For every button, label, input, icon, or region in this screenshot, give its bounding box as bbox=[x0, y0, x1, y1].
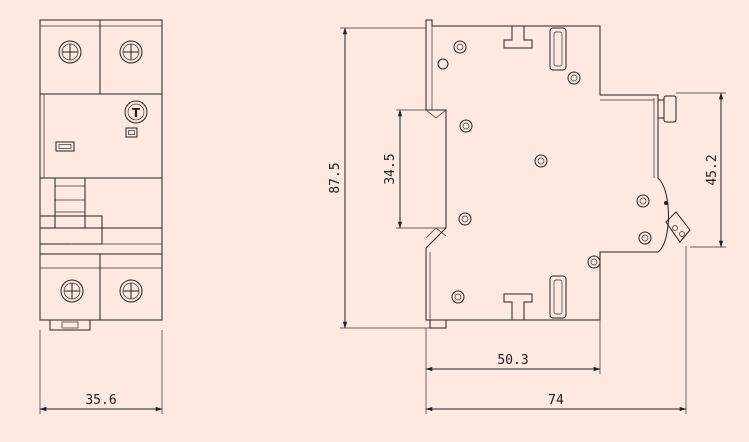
top-right-screw-icon bbox=[119, 40, 143, 64]
dimension-total-depth-label: 74 bbox=[548, 393, 564, 408]
indicator-window-right bbox=[125, 127, 138, 138]
rivet-icons bbox=[437, 40, 652, 304]
dimension-toggle-label: 45.2 bbox=[705, 154, 720, 185]
din-clip bbox=[49, 319, 91, 331]
side-din-clip bbox=[429, 319, 447, 329]
dimension-width-label: 35.6 bbox=[85, 393, 116, 408]
dimension-face-depth-label: 50.3 bbox=[497, 353, 528, 368]
test-button-label: T bbox=[132, 106, 141, 120]
upper-slot bbox=[549, 27, 567, 71]
toggle-lever bbox=[54, 177, 86, 229]
side-view: 87.5 34.5 45.2 50.3 74 bbox=[328, 19, 726, 414]
test-button-icon: T bbox=[124, 100, 148, 124]
dimension-rail-label: 34.5 bbox=[383, 153, 398, 184]
bottom-t-slot bbox=[503, 293, 533, 321]
top-terminal-block bbox=[39, 19, 163, 95]
top-t-slot bbox=[503, 26, 533, 49]
lower-slot bbox=[549, 275, 567, 319]
dimension-height-label: 87.5 bbox=[328, 162, 343, 193]
bottom-left-screw-icon bbox=[60, 279, 84, 303]
front-body bbox=[39, 93, 163, 179]
bottom-right-screw-icon bbox=[119, 279, 143, 303]
bottom-terminal-block bbox=[39, 253, 163, 321]
side-outline bbox=[425, 19, 669, 321]
toggle-handle-icon bbox=[664, 201, 691, 243]
indicator-window-left bbox=[55, 141, 75, 152]
top-left-screw-icon bbox=[58, 40, 82, 64]
front-view: T bbox=[39, 19, 163, 414]
test-knob-icon bbox=[657, 95, 677, 123]
